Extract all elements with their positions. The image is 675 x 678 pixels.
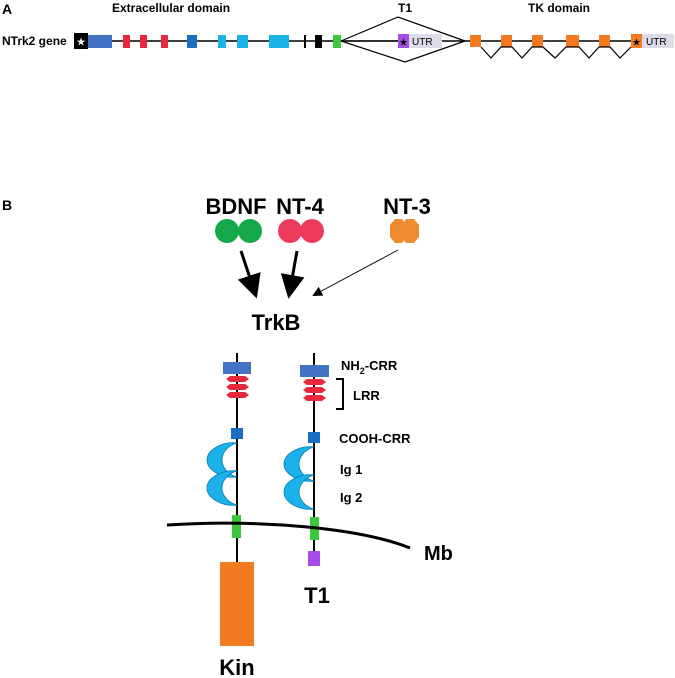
- exon-lrr: [140, 35, 147, 48]
- utr-label-tk: UTR: [646, 37, 667, 48]
- t1-exon-label: T1: [398, 1, 412, 15]
- t1-label: T1: [304, 583, 330, 608]
- lrr-bracket: [336, 378, 344, 410]
- t1-intracellular-tail: [308, 551, 320, 566]
- panel-b-letter: B: [2, 197, 12, 213]
- star-icon: ★: [399, 38, 408, 49]
- exon-tk: [532, 35, 543, 47]
- nt4-dimer-circle: [278, 219, 302, 243]
- exon-lrr: [161, 35, 168, 48]
- nh2-crr-label: NH2-CRR: [341, 358, 398, 376]
- nt4-label: NT-4: [276, 194, 324, 219]
- exon-ig: [237, 35, 248, 48]
- exon-lrr: [123, 35, 130, 48]
- exon-t1: [398, 34, 409, 48]
- nh2-crr-domain: [300, 365, 329, 377]
- star-icon: ★: [632, 38, 641, 49]
- nh2-crr-domain: [223, 362, 251, 374]
- exon-transmembrane: [333, 35, 341, 48]
- extracellular-domain-label: Extracellular domain: [112, 1, 230, 15]
- cooh-crr-domain: [308, 432, 320, 443]
- exon-tk: [501, 35, 512, 47]
- lrr-label: LRR: [353, 388, 380, 403]
- lrr-repeat: [303, 387, 326, 393]
- exon-black-thin: [304, 35, 306, 48]
- utr-box-tk: [642, 34, 674, 48]
- nt4-binding-arrow: [280, 250, 305, 299]
- lrr-repeat: [226, 376, 249, 382]
- bdnf-label: BDNF: [205, 194, 266, 219]
- exon-tk-last: [631, 34, 642, 48]
- cooh-crr-label: COOH-CRR: [339, 431, 411, 446]
- kinase-domain: [220, 562, 254, 646]
- exon-ig: [218, 35, 226, 48]
- lrr-repeat: [226, 392, 249, 398]
- utr-label-t1: UTR: [412, 37, 433, 48]
- ntrk2-gene-label: NTrk2 gene: [2, 34, 67, 48]
- transmembrane-domain: [232, 515, 241, 538]
- membrane-label: Mb: [424, 543, 453, 565]
- nt3-binding-arrow: [312, 249, 399, 296]
- exon-tk: [566, 35, 579, 47]
- tk-splice-lines: [480, 46, 632, 59]
- tk-domain-label: TK domain: [528, 1, 590, 15]
- exon-start-box: [74, 33, 88, 49]
- star-icon: ★: [76, 37, 86, 49]
- ig1-label: Ig 1: [340, 462, 362, 477]
- exon-black: [315, 35, 322, 48]
- ig2-domain: [283, 474, 315, 510]
- nt3-label: NT-3: [383, 194, 431, 219]
- trkb-label: TrkB: [252, 310, 301, 335]
- exon-nh2-crr: [88, 35, 112, 48]
- plasma-membrane-line: [166, 521, 411, 550]
- utr-box-t1: [409, 34, 442, 48]
- exon-cooh-crr: [187, 35, 197, 48]
- exon-tk: [599, 35, 610, 47]
- ig2-label: Ig 2: [340, 490, 362, 505]
- nt3-dimer-octagon: [403, 219, 419, 243]
- exon-ig: [269, 35, 289, 48]
- lrr-repeat: [226, 384, 249, 390]
- ig2-domain: [206, 470, 238, 506]
- exon-tk: [470, 35, 481, 47]
- nt4-dimer-circle: [300, 219, 324, 243]
- bdnf-dimer-circle: [215, 219, 239, 243]
- cooh-crr-domain: [231, 428, 243, 439]
- nt3-dimer-octagon: [390, 219, 405, 243]
- splice-line-skip: [340, 40, 466, 63]
- panel-a-letter: A: [2, 1, 12, 17]
- lrr-repeat: [303, 395, 326, 401]
- ig1-domain: [206, 442, 238, 478]
- ig1-domain: [283, 446, 315, 482]
- bdnf-dimer-circle: [238, 219, 262, 243]
- lrr-repeat: [303, 379, 326, 385]
- splice-line-t1: [340, 16, 466, 42]
- bdnf-binding-arrow: [237, 250, 261, 299]
- kin-label: Kin: [219, 655, 254, 678]
